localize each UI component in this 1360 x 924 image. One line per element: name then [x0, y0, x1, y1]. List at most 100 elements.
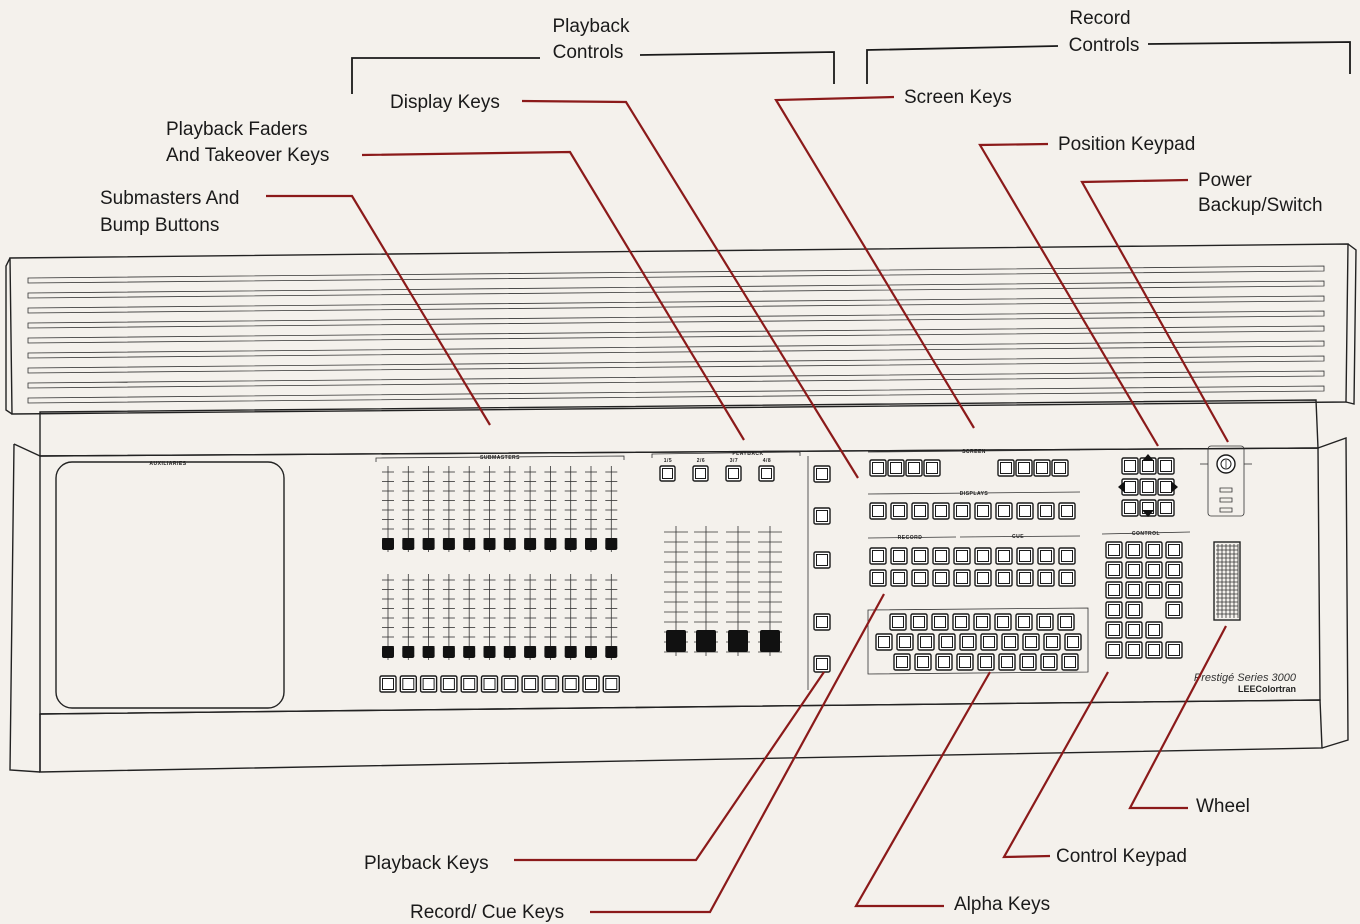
- position-key[interactable]: [1157, 478, 1175, 496]
- control-key[interactable]: [1105, 621, 1123, 639]
- alpha-key[interactable]: [959, 633, 977, 651]
- playback-key[interactable]: [813, 507, 831, 525]
- record-cue-keys[interactable]: [869, 547, 1076, 587]
- control-key[interactable]: [1165, 581, 1183, 599]
- control-key[interactable]: [1145, 541, 1163, 559]
- display-keys[interactable]: [869, 502, 1076, 520]
- control-key[interactable]: [1125, 641, 1143, 659]
- alpha-key[interactable]: [1022, 633, 1040, 651]
- alpha-key[interactable]: [1001, 633, 1019, 651]
- playback-keys[interactable]: [813, 465, 831, 673]
- alpha-key[interactable]: [1040, 653, 1058, 671]
- display-key[interactable]: [1037, 502, 1055, 520]
- fader-knob[interactable]: [503, 646, 516, 658]
- alpha-key[interactable]: [1019, 653, 1037, 671]
- fader-knob[interactable]: [422, 538, 435, 550]
- control-key[interactable]: [1125, 581, 1143, 599]
- bump-button[interactable]: [460, 675, 478, 693]
- alpha-key[interactable]: [896, 633, 914, 651]
- record-cue-key[interactable]: [995, 547, 1013, 565]
- alpha-key[interactable]: [935, 653, 953, 671]
- fader-knob[interactable]: [483, 646, 496, 658]
- alpha-key[interactable]: [893, 653, 911, 671]
- takeover-key[interactable]: [659, 465, 676, 482]
- playback-key[interactable]: [813, 655, 831, 673]
- playback-takeover-keys[interactable]: [659, 465, 775, 482]
- bump-button[interactable]: [541, 675, 560, 693]
- screen-key[interactable]: [869, 459, 887, 477]
- screen-key[interactable]: [1051, 459, 1069, 477]
- fader-knob[interactable]: [463, 646, 476, 658]
- control-key[interactable]: [1125, 621, 1143, 639]
- fader-knob[interactable]: [544, 538, 557, 550]
- screen-key[interactable]: [923, 459, 941, 477]
- bump-buttons[interactable]: [379, 675, 620, 693]
- control-key[interactable]: [1105, 541, 1123, 559]
- fader-knob[interactable]: [544, 646, 557, 658]
- control-key[interactable]: [1125, 561, 1143, 579]
- fader-knob[interactable]: [564, 538, 577, 550]
- control-key[interactable]: [1105, 561, 1123, 579]
- position-key[interactable]: [1121, 457, 1139, 475]
- fader-knob[interactable]: [442, 538, 455, 550]
- fader-knob[interactable]: [696, 630, 716, 652]
- takeover-key[interactable]: [692, 465, 709, 482]
- alpha-key[interactable]: [938, 633, 956, 651]
- control-keypad[interactable]: [1105, 541, 1183, 659]
- fader-knob[interactable]: [585, 538, 597, 550]
- display-key[interactable]: [1016, 502, 1034, 520]
- alpha-key[interactable]: [1015, 613, 1033, 631]
- record-cue-key[interactable]: [1058, 569, 1076, 587]
- control-key[interactable]: [1145, 641, 1163, 659]
- record-cue-key[interactable]: [932, 547, 950, 565]
- alpha-key[interactable]: [994, 613, 1012, 631]
- alpha-key[interactable]: [917, 633, 935, 651]
- alpha-key[interactable]: [1036, 613, 1054, 631]
- record-cue-key[interactable]: [869, 569, 887, 587]
- bump-button[interactable]: [480, 675, 499, 693]
- alpha-key[interactable]: [977, 653, 995, 671]
- control-key[interactable]: [1105, 641, 1123, 659]
- bump-button[interactable]: [399, 675, 417, 693]
- display-key[interactable]: [953, 502, 971, 520]
- record-cue-key[interactable]: [953, 569, 971, 587]
- alpha-keys[interactable]: [875, 613, 1082, 671]
- playback-faders[interactable]: [664, 526, 782, 656]
- bump-button[interactable]: [419, 675, 438, 693]
- fader-knob[interactable]: [524, 646, 537, 658]
- alpha-key[interactable]: [980, 633, 998, 651]
- display-key[interactable]: [995, 502, 1013, 520]
- fader-knob[interactable]: [728, 630, 748, 652]
- control-key[interactable]: [1165, 641, 1183, 659]
- control-key[interactable]: [1165, 601, 1183, 619]
- screen-key[interactable]: [905, 459, 923, 477]
- record-cue-key[interactable]: [974, 569, 992, 587]
- bump-button[interactable]: [501, 675, 519, 693]
- fader-knob[interactable]: [564, 646, 577, 658]
- control-key[interactable]: [1145, 581, 1163, 599]
- alpha-key[interactable]: [952, 613, 970, 631]
- record-cue-key[interactable]: [953, 547, 971, 565]
- fader-knob[interactable]: [463, 538, 476, 550]
- position-key[interactable]: [1157, 499, 1175, 517]
- takeover-key[interactable]: [758, 465, 775, 482]
- screen-key[interactable]: [997, 459, 1015, 477]
- alpha-key[interactable]: [1064, 633, 1082, 651]
- submaster-faders-row-1[interactable]: [382, 466, 618, 552]
- fader-knob[interactable]: [442, 646, 455, 658]
- bump-button[interactable]: [440, 675, 458, 693]
- alpha-key[interactable]: [956, 653, 974, 671]
- fader-knob[interactable]: [666, 630, 686, 652]
- control-key[interactable]: [1105, 581, 1123, 599]
- fader-knob[interactable]: [503, 538, 516, 550]
- bump-button[interactable]: [379, 675, 397, 693]
- alpha-key[interactable]: [931, 613, 949, 631]
- playback-key[interactable]: [813, 465, 831, 483]
- wheel[interactable]: [1213, 541, 1241, 621]
- display-key[interactable]: [890, 502, 908, 520]
- screen-key[interactable]: [887, 459, 905, 477]
- screen-key[interactable]: [1033, 459, 1051, 477]
- position-keypad[interactable]: [1118, 454, 1178, 517]
- record-cue-key[interactable]: [974, 547, 992, 565]
- control-key[interactable]: [1165, 561, 1183, 579]
